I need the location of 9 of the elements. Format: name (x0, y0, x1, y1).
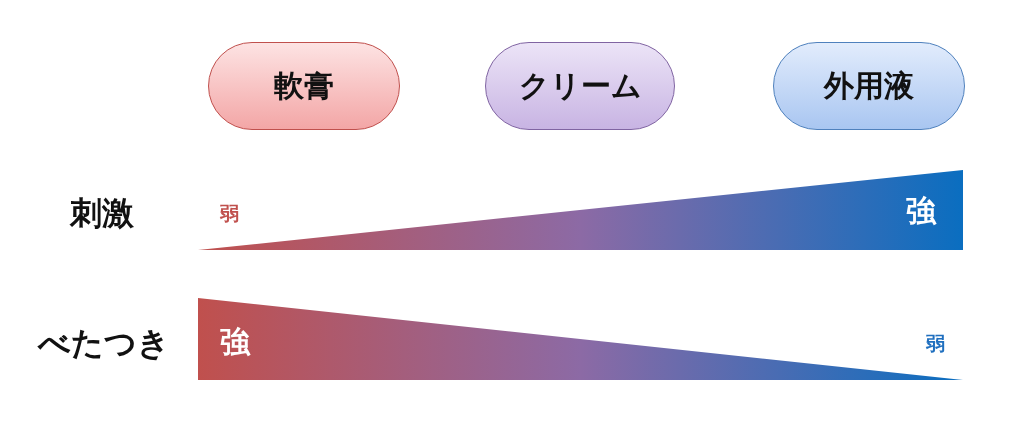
strength-label: 強 (220, 327, 250, 357)
strength-label: 強 (906, 196, 936, 226)
category-pill: 軟膏 (208, 42, 400, 130)
row-label: 刺激 (70, 197, 134, 229)
category-pill: 外用液 (773, 42, 965, 130)
category-pill: クリーム (485, 42, 675, 130)
row-label: べたつき (38, 327, 170, 359)
strength-label: 弱 (220, 204, 239, 223)
strength-label: 弱 (926, 334, 945, 353)
